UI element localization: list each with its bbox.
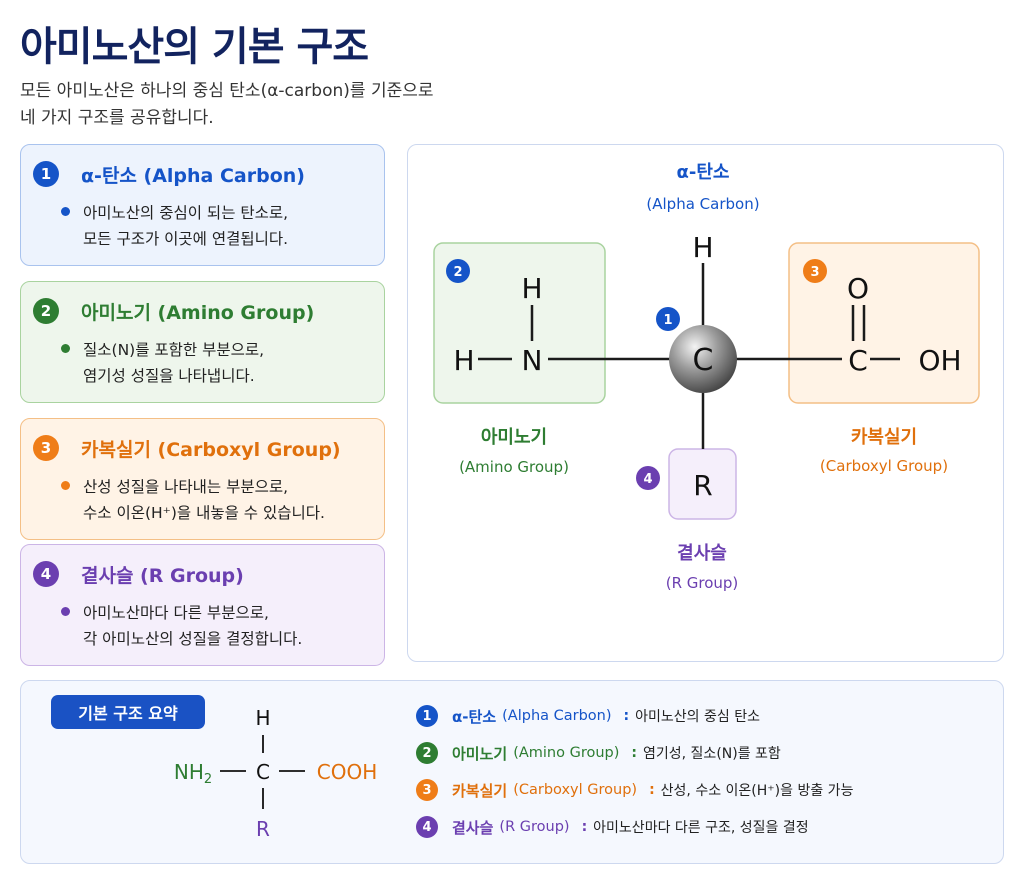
desc-line: 질소(N)를 포함한 부분으로, — [83, 341, 265, 359]
card-description: 아미노산마다 다른 부분으로, 각 아미노산의 성질을 결정합니다. — [83, 600, 302, 652]
summary-item-alpha-carbon: 1 α-탄소 (Alpha Carbon) : 아미노산의 중심 탄소 — [416, 703, 760, 729]
summary-colon: : — [581, 819, 588, 835]
number-badge-text: 2 — [453, 265, 462, 280]
formula-c: C — [256, 760, 270, 784]
summary-colon: : — [649, 782, 655, 798]
number-badge: 3 — [416, 779, 438, 801]
summary-item-amino-group: 2 아미노기 (Amino Group) : 염기성, 질소(N)를 포함 — [416, 740, 781, 766]
carboxyl-group-box — [788, 242, 980, 404]
atom-r: R — [693, 469, 712, 502]
summary-item-desc: 아미노산마다 다른 구조, 성질을 결정 — [593, 820, 809, 836]
r-group-en: (R Group) — [666, 574, 739, 592]
carboxyl-en: (Carboxyl Group) — [820, 457, 948, 475]
formula-cooh: COOH — [317, 760, 378, 784]
desc-line: 수소 이온(H⁺)을 내놓을 수 있습니다. — [83, 504, 325, 522]
atom-h-amino-top: H — [521, 272, 542, 305]
card-amino-group: 2 아미노기 (Amino Group) 질소(N)를 포함한 부분으로, 염기… — [20, 281, 385, 403]
atom-h-top: H — [692, 231, 713, 264]
card-title: 아미노기 (Amino Group) — [81, 302, 315, 324]
desc-line: 아미노산의 중심이 되는 탄소로, — [83, 204, 289, 222]
subtitle-line: 네 가지 구조를 공유합니다. — [20, 108, 214, 128]
number-badge-text: 1 — [663, 313, 672, 328]
desc-line: 각 아미노산의 성질을 결정합니다. — [83, 630, 303, 648]
alpha-carbon-en: (Alpha Carbon) — [646, 195, 759, 213]
desc-line: 모든 구조가 이곳에 연결됩니다. — [83, 230, 289, 248]
number-badge-2 — [446, 259, 470, 283]
card-r-group: 4 곁사슬 (R Group) 아미노산마다 다른 부분으로, 각 아미노산의 … — [20, 544, 385, 666]
amino-group-box — [433, 242, 606, 404]
number-badge-3 — [803, 259, 827, 283]
card-title: 카복실기 (Carboxyl Group) — [81, 439, 341, 461]
summary-colon: : — [623, 708, 630, 724]
amino-label: 아미노기 — [481, 427, 547, 448]
structure-svg: C α-탄소 (Alpha Carbon) H H N H O C OH R 1… — [433, 162, 980, 592]
desc-line: 산성 성질을 나타내는 부분으로, — [83, 478, 289, 496]
desc-line: 염기성 성질을 나타냅니다. — [83, 367, 255, 385]
formula-nh: NH — [174, 760, 204, 784]
atom-o: O — [847, 272, 869, 305]
summary-item-carboxyl-group: 3 카복실기 (Carboxyl Group) : 산성, 수소 이온(H⁺)을… — [416, 777, 853, 803]
card-carboxyl-group: 3 카복실기 (Carboxyl Group) 산성 성질을 나타내는 부분으로… — [20, 418, 385, 540]
number-badge: 4 — [33, 561, 59, 587]
summary-colon: : — [631, 745, 638, 761]
desc-line: 아미노산마다 다른 부분으로, — [83, 604, 269, 622]
number-badge: 2 — [416, 742, 438, 764]
card-description: 아미노산의 중심이 되는 탄소로, 모든 구조가 이곳에 연결됩니다. — [83, 200, 288, 252]
card-alpha-carbon: 1 α-탄소 (Alpha Carbon) 아미노산의 중심이 되는 탄소로, … — [20, 144, 385, 266]
summary-panel: 기본 구조 요약 H NH2 C COOH R 1 α-탄소 (Alpha Ca… — [20, 680, 1004, 864]
summary-item-desc: 염기성, 질소(N)를 포함 — [643, 746, 781, 762]
number-badge-text: 4 — [643, 472, 652, 487]
atom-n: N — [522, 344, 543, 377]
structure-diagram: C α-탄소 (Alpha Carbon) H H N H O C OH R 1… — [407, 144, 1004, 662]
card-title: α-탄소 (Alpha Carbon) — [81, 165, 305, 187]
formula-r: R — [256, 817, 270, 841]
summary-item-desc: 산성, 수소 이온(H⁺)을 방출 가능 — [660, 783, 854, 799]
summary-item-r-group: 4 곁사슬 (R Group) : 아미노산마다 다른 구조, 성질을 결정 — [416, 814, 809, 840]
carboxyl-label: 카복실기 — [851, 427, 917, 448]
formula-subscript: 2 — [204, 772, 212, 787]
bullet-icon — [61, 607, 70, 616]
card-description: 산성 성질을 나타내는 부분으로, 수소 이온(H⁺)을 내놓을 수 있습니다. — [83, 474, 325, 526]
number-badge: 2 — [33, 298, 59, 324]
number-badge: 3 — [33, 435, 59, 461]
summary-item-desc: 아미노산의 중심 탄소 — [635, 709, 760, 725]
summary-item-en: (Carboxyl Group) — [513, 782, 638, 798]
central-carbon-ball — [669, 325, 737, 393]
atom-c-carboxyl: C — [848, 344, 868, 377]
atom-h-amino-left: H — [453, 344, 474, 377]
amino-en: (Amino Group) — [459, 458, 569, 476]
bullet-icon — [61, 344, 70, 353]
number-badge: 1 — [33, 161, 59, 187]
summary-item-label: 아미노기 — [452, 744, 508, 763]
summary-item-en: (Amino Group) — [513, 745, 620, 761]
summary-item-en: (Alpha Carbon) — [502, 708, 612, 724]
summary-item-label: 곁사슬 — [452, 818, 494, 837]
page-title: 아미노산의 기본 구조 — [20, 24, 369, 70]
summary-formula: H NH2 C COOH R — [174, 706, 378, 841]
number-badge: 4 — [416, 816, 438, 838]
alpha-carbon-label: α-탄소 — [677, 162, 730, 183]
number-badge: 1 — [416, 705, 438, 727]
r-group-label: 곁사슬 — [677, 543, 727, 564]
number-badge-1 — [656, 307, 680, 331]
summary-item-label: α-탄소 — [452, 707, 497, 726]
atom-oh: OH — [918, 344, 961, 377]
bullet-icon — [61, 207, 70, 216]
subtitle-line: 모든 아미노산은 하나의 중심 탄소(α-carbon)를 기준으로 — [20, 81, 434, 101]
formula-nh2: NH2 — [174, 760, 212, 787]
page-subtitle: 모든 아미노산은 하나의 중심 탄소(α-carbon)를 기준으로 네 가지 … — [20, 78, 434, 132]
card-description: 질소(N)를 포함한 부분으로, 염기성 성질을 나타냅니다. — [83, 337, 264, 389]
number-badge-4 — [636, 466, 660, 490]
card-title: 곁사슬 (R Group) — [81, 565, 244, 587]
bullet-icon — [61, 481, 70, 490]
summary-item-label: 카복실기 — [452, 781, 508, 800]
summary-item-en: (R Group) — [499, 819, 570, 835]
atom-c-central: C — [693, 343, 714, 378]
formula-h: H — [255, 706, 270, 730]
number-badge-text: 3 — [810, 265, 819, 280]
summary-label: 기본 구조 요약 — [51, 695, 205, 729]
